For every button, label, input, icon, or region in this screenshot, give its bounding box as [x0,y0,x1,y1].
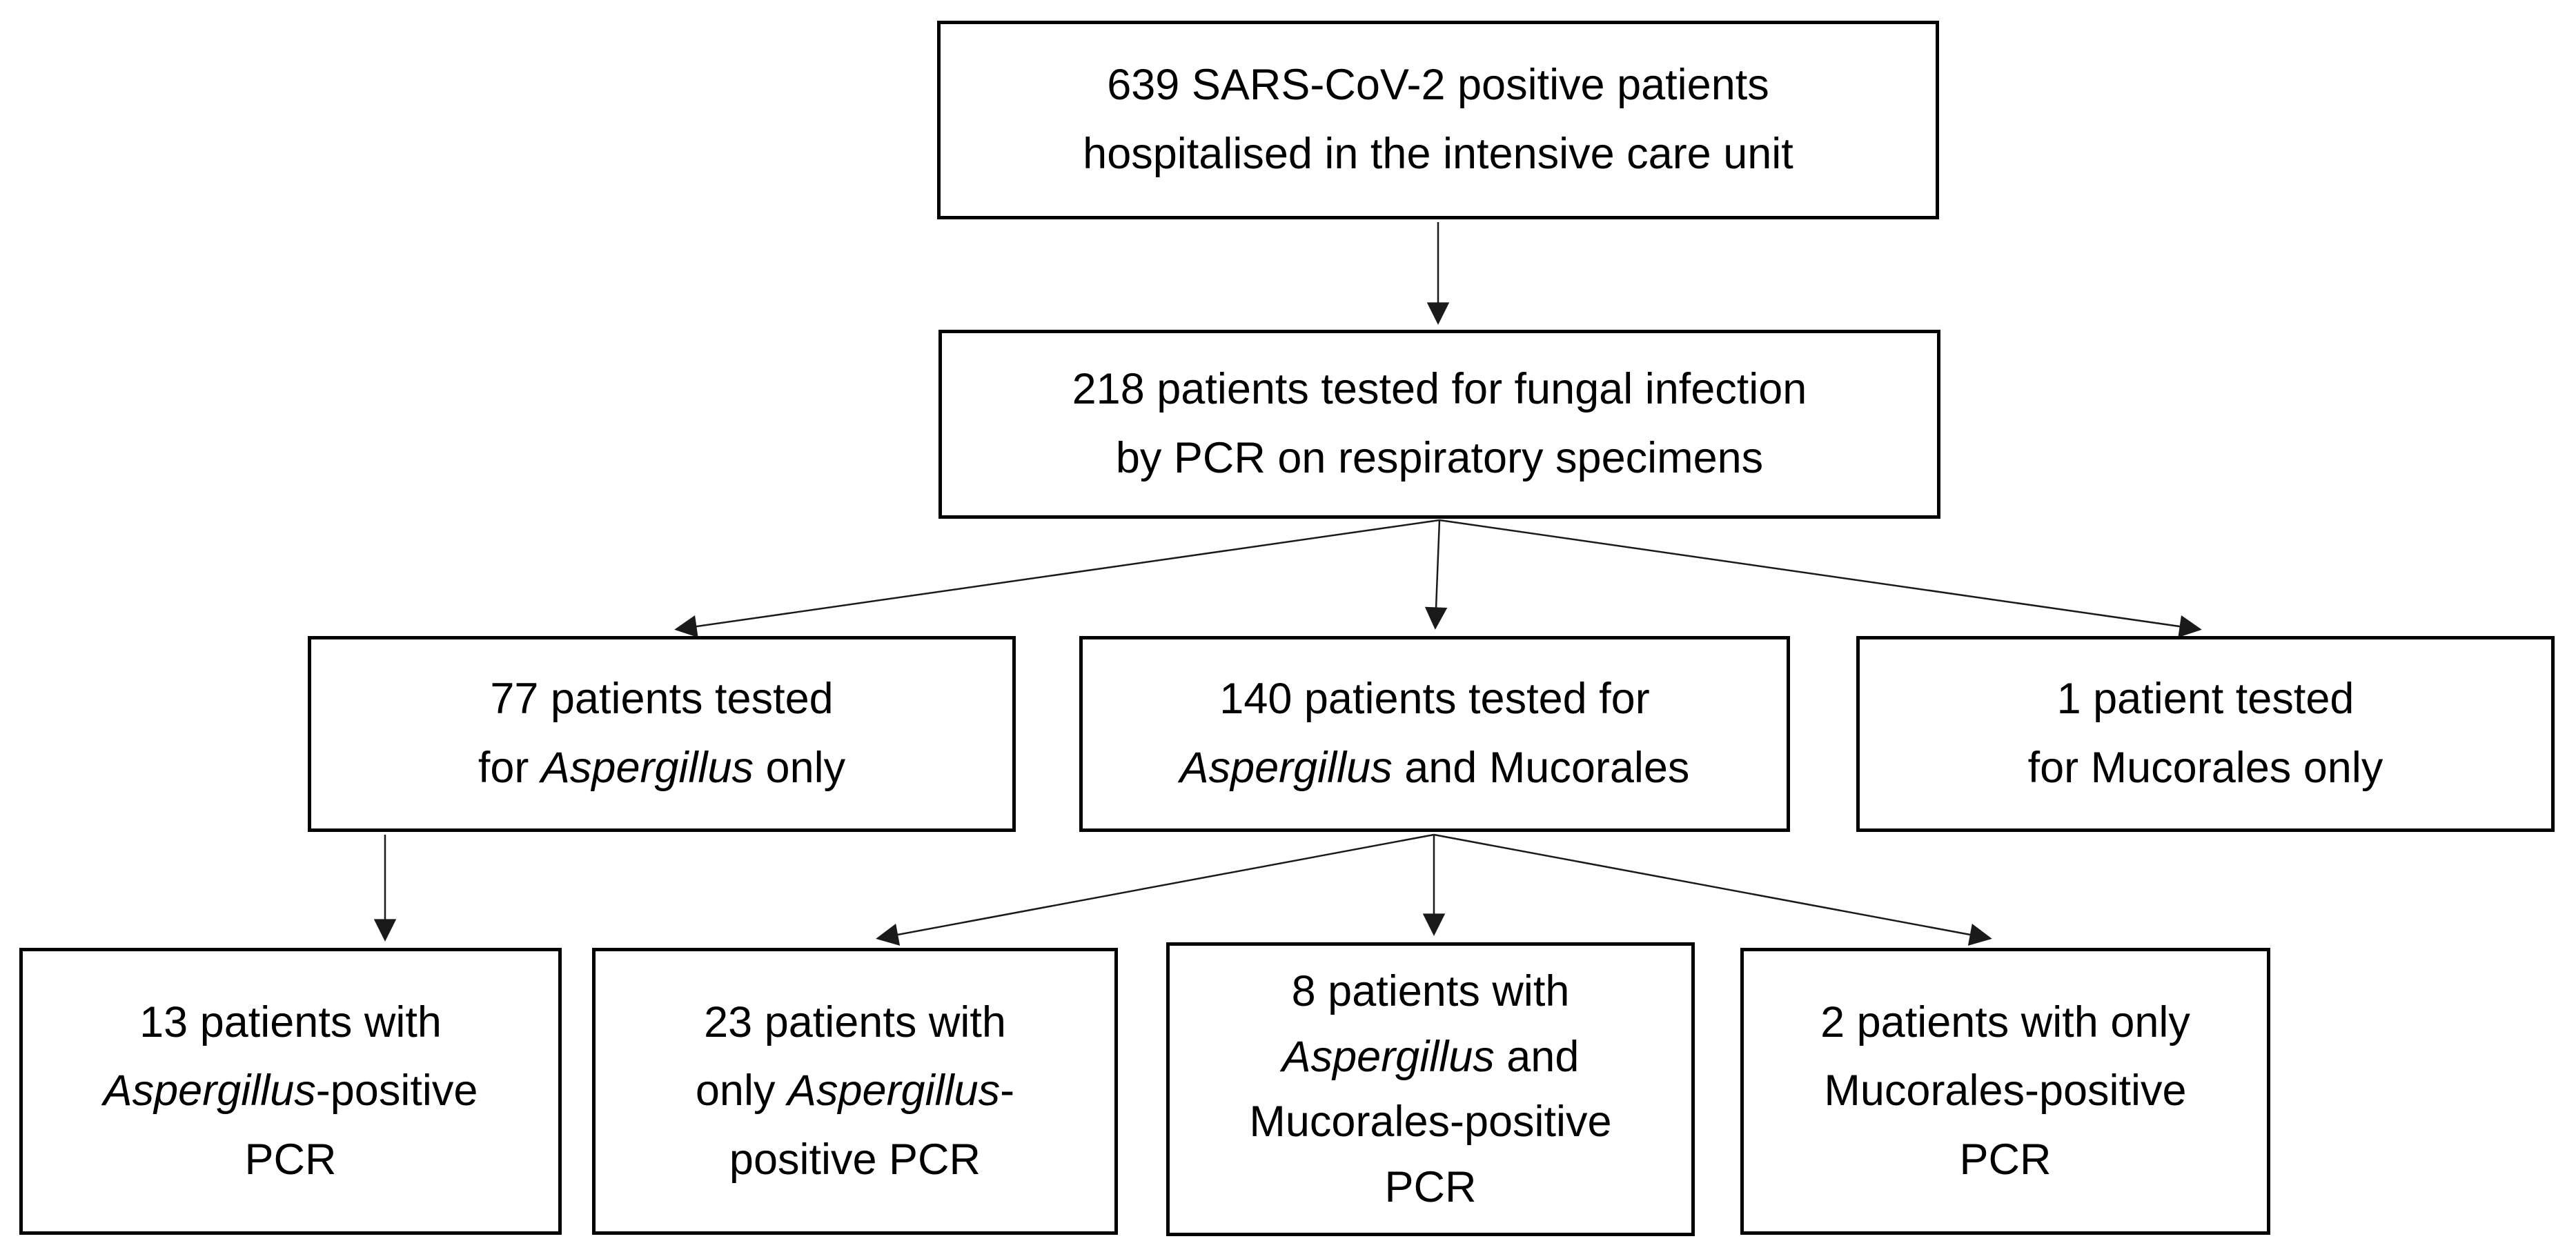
box-13-aspergillus-positive: 13 patients with Aspergillus-positive PC… [19,948,562,1235]
text-segment: hospitalised in the intensive care unit [1083,130,1793,178]
box-text-line: 8 patients with [1292,959,1570,1024]
text-segment-italic: Aspergillus [103,1066,316,1115]
box-text-line: hospitalised in the intensive care unit [1083,120,1793,189]
text-segment: and [1494,1032,1580,1081]
box-text-line: Mucorales-positive [1824,1057,2186,1126]
text-segment: 218 patients tested for fungal infection [1072,365,1807,414]
box-text-line: for Aspergillus only [478,734,845,803]
text-segment: Mucorales-positive [1824,1066,2187,1115]
box-text-line: 639 SARS-CoV-2 positive patients [1107,51,1769,120]
text-segment: 2 patients with only [1820,997,2190,1046]
box-text-line: Aspergillus-positive [104,1057,478,1126]
box-text-line: for Mucorales only [2028,734,2383,803]
box-text-line: Aspergillus and [1282,1024,1580,1090]
text-segment: PCR [1384,1162,1477,1211]
arrow-p218-to-muc1 [1439,519,2202,638]
box-77-aspergillus-only: 77 patients tested for Aspergillus only [308,636,1016,832]
box-text-line: PCR [244,1126,336,1195]
box-text-line: by PCR on respiratory specimens [1116,424,1763,493]
text-segment: -positive [315,1066,478,1115]
box-23-only-aspergillus-positive: 23 patients with only Aspergillus- posit… [592,948,1118,1235]
text-segment-italic: Aspergillus [1281,1032,1495,1081]
box-text-line: only Aspergillus- [696,1057,1014,1126]
box-text-line: PCR [1959,1126,2051,1195]
text-segment: PCR [1959,1135,2052,1184]
text-segment: 140 patients tested for [1219,675,1650,724]
box-639-icu-patients: 639 SARS-CoV-2 positive patients hospita… [937,21,1939,219]
box-2-only-mucorales-positive: 2 patients with only Mucorales-positive … [1740,948,2270,1235]
box-218-tested-fungal: 218 patients tested for fungal infection… [938,330,1940,519]
box-text-line: 2 patients with only [1820,989,2190,1058]
box-1-mucorales-only: 1 patient tested for Mucorales only [1856,636,2555,832]
text-segment: positive PCR [729,1135,981,1184]
box-text-line: 218 patients tested for fungal infection [1072,355,1807,424]
text-segment: - [1000,1066,1015,1115]
text-segment: only [754,744,846,792]
box-text-line: positive PCR [729,1126,981,1195]
text-segment: 13 patients with [139,997,442,1046]
box-text-line: 140 patients tested for [1219,665,1649,734]
text-segment-italic: Aspergillus [787,1066,1001,1115]
text-segment: 1 patient tested [2056,675,2354,724]
arrow-both140-to-muc2 [1433,833,1992,946]
text-segment: 23 patients with [704,997,1006,1046]
box-text-line: 23 patients with [704,989,1006,1058]
arrow-p218-to-both140 [1424,519,1448,630]
text-segment: Mucorales-positive [1249,1098,1612,1146]
text-segment-italic: Aspergillus [1179,744,1393,792]
arrow-both140-to-asp23 [876,833,1435,946]
text-segment: and Mucorales [1392,744,1690,792]
text-segment: for [478,744,541,792]
text-segment: only [695,1066,787,1115]
text-segment: 77 patients tested [490,675,834,724]
text-segment: by PCR on respiratory specimens [1115,434,1764,482]
text-segment-italic: Aspergillus [540,744,754,792]
box-8-aspergillus-and-mucorales-positive: 8 patients with Aspergillus and Mucorale… [1166,942,1695,1236]
text-segment: for Mucorales only [2027,744,2383,792]
box-text-line: Mucorales-positive [1249,1089,1611,1155]
box-text-line: Aspergillus and Mucorales [1180,734,1690,803]
box-text-line: 1 patient tested [2057,665,2354,734]
arrow-p218-to-asp77 [674,519,1440,638]
text-segment: 8 patients with [1291,967,1570,1015]
box-text-line: 13 patients with [139,989,442,1058]
text-segment: PCR [244,1135,337,1184]
box-text-line: PCR [1384,1155,1476,1220]
text-segment: 639 SARS-CoV-2 positive patients [1107,61,1769,110]
box-140-aspergillus-and-mucorales: 140 patients tested for Aspergillus and … [1079,636,1790,832]
box-text-line: 77 patients tested [490,665,833,734]
